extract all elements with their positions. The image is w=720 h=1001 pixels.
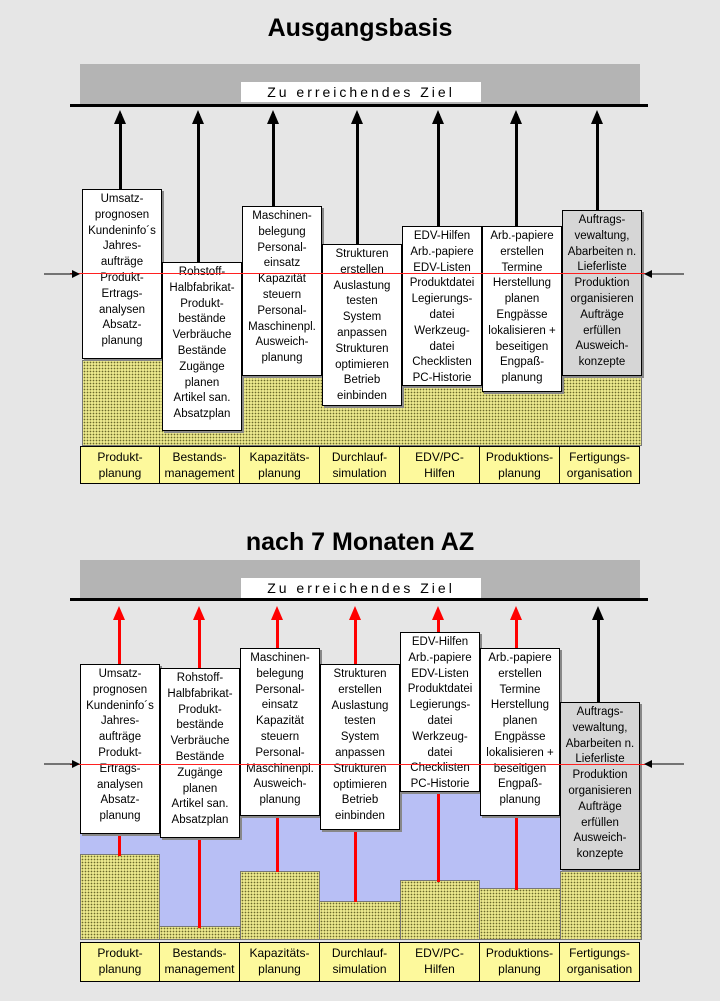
activity-box-fertigungsorganisation: Auftrags-vewaltung,Abarbeiten n.Lieferli… (560, 702, 640, 870)
arrow-shaft (356, 114, 359, 244)
arrowhead-icon (510, 110, 522, 124)
improvement-area (240, 816, 320, 876)
goal-line (70, 104, 648, 107)
arrowhead-icon (351, 110, 363, 124)
level-marker-left-icon (72, 270, 80, 278)
category-produktionsplanung: Produktions-planung (479, 942, 560, 982)
category-kapazitaetsplanung: Kapazitäts-planung (239, 942, 320, 982)
category-durchlaufsimulation: Durchlauf-simulation (319, 446, 400, 484)
category-edv-pc-hilfen: EDV/PC-Hilfen (399, 446, 480, 484)
goal-line (70, 598, 648, 601)
arrowhead-icon (432, 606, 444, 620)
category-edv-pc-hilfen: EDV/PC-Hilfen (399, 942, 480, 982)
arrow-shaft (515, 114, 518, 226)
arrowhead-icon (193, 606, 205, 620)
arrow-shaft (597, 612, 600, 702)
arrowhead-icon (267, 110, 279, 124)
category-fertigungsorganisation: Fertigungs-organisation (559, 942, 640, 982)
base-level-area (319, 901, 401, 940)
goal-label: Zu erreichendes Ziel (241, 82, 481, 102)
panel-title-nach-7-monaten: nach 7 Monaten AZ (245, 528, 475, 556)
arrowhead-icon (349, 606, 361, 620)
level-marker-left-icon (72, 760, 80, 768)
category-produktplanung: Produkt-planung (80, 942, 160, 982)
current-level-line (70, 273, 648, 274)
arrowhead-icon (192, 110, 204, 124)
base-level-area (560, 871, 642, 940)
category-kapazitaetsplanung: Kapazitäts-planung (239, 446, 320, 484)
arrowhead-icon (432, 110, 444, 124)
arrowhead-icon (592, 606, 604, 620)
category-produktplanung: Produkt-planung (80, 446, 160, 484)
arrowhead-icon (591, 110, 603, 124)
arrow-shaft (596, 114, 599, 210)
base-level-area (80, 854, 160, 940)
arrow-shaft (272, 114, 275, 206)
level-marker-right-icon (644, 760, 652, 768)
arrowhead-icon (510, 606, 522, 620)
arrowhead-icon (271, 606, 283, 620)
base-level-area (479, 888, 561, 940)
base-level-area (400, 880, 480, 940)
current-level-line (70, 764, 648, 765)
arrowhead-icon (114, 110, 126, 124)
activity-box-fertigungsorganisation: Auftrags-vewaltung,Abarbeiten n.Lieferli… (562, 210, 642, 376)
category-produktionsplanung: Produktions-planung (479, 446, 560, 484)
base-level-area (240, 871, 320, 940)
goal-label: Zu erreichendes Ziel (241, 578, 481, 598)
level-marker-right-icon (644, 270, 652, 278)
arrowhead-icon (113, 606, 125, 620)
category-fertigungsorganisation: Fertigungs-organisation (559, 446, 640, 484)
category-durchlaufsimulation: Durchlauf-simulation (319, 942, 400, 982)
arrow-shaft (197, 114, 200, 262)
arrow-shaft (437, 114, 440, 226)
arrow-shaft (119, 114, 122, 189)
panel-title-ausgangsbasis: Ausgangsbasis (267, 14, 453, 42)
